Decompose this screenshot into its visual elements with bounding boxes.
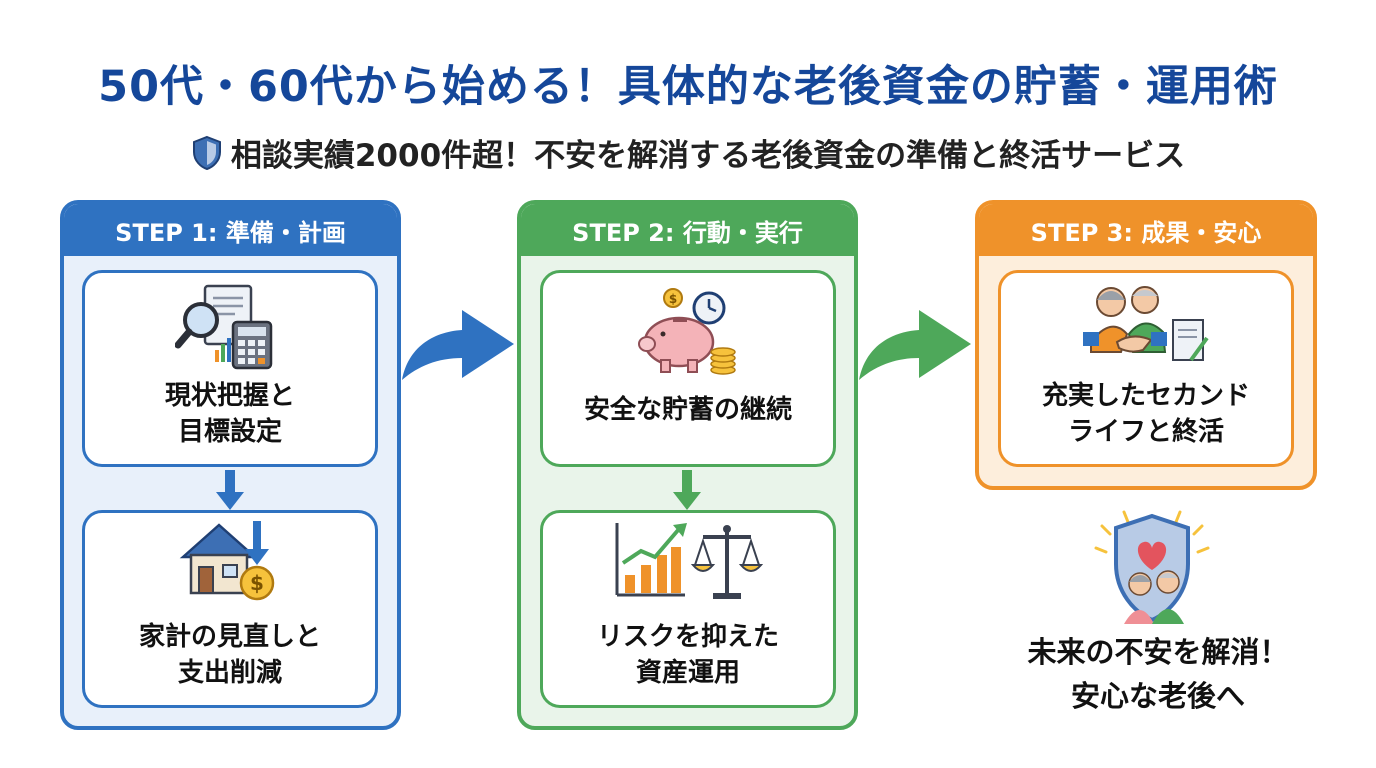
seniors-handshake-contract-icon <box>1083 286 1209 362</box>
house-coin-down-arrow-icon: $ <box>179 521 275 601</box>
subtitle: 相談実績2000件超！不安を解消する老後資金の準備と終活サービス <box>0 130 1376 175</box>
shield-heart-seniors-icon <box>1094 510 1210 624</box>
growth-chart-scale-icon <box>615 523 763 599</box>
shield-icon <box>192 135 221 170</box>
subtitle-text: 相談実績2000件超！不安を解消する老後資金の準備と終活サービス <box>230 138 1186 174</box>
piggy-bank-clock-icon: $ <box>638 288 736 375</box>
down-arrow-icon-2 <box>673 470 701 510</box>
step-2-card-2-label: リスクを抑えた 資産運用 <box>596 622 779 688</box>
step-2-card-1-label: 安全な貯蓄の継続 <box>583 395 792 425</box>
step-1-card-1: 現状把握と 目標設定 <box>82 270 378 467</box>
down-arrow-icon-1 <box>216 470 244 510</box>
magnifier-document-calculator-icon <box>175 284 273 370</box>
step-1-card-2-label: 家計の見直しと 支出削減 <box>138 622 321 688</box>
step-3-card-1-label: 充実したセカンド ライフと終活 <box>1041 381 1250 447</box>
step-2-header: STEP 2: 行動・実行 <box>521 204 854 256</box>
arrow-right-icon-2 <box>859 310 971 380</box>
step-3-card-1: 充実したセカンド ライフと終活 <box>998 270 1294 467</box>
page-title: 50代・60代から始める！具体的な老後資金の貯蓄・運用術 <box>98 62 1278 112</box>
step-2-card-1: $ 安全な貯蓄の継続 <box>540 270 836 467</box>
step-1-card-2: $ 家計の見直しと 支出削減 <box>82 510 378 708</box>
svg-text:$: $ <box>250 571 264 595</box>
arrow-right-icon-1 <box>402 310 514 380</box>
step-2-card-2: リスクを抑えた 資産運用 <box>540 510 836 708</box>
result-message: 未来の不安を解消！ 安心な老後へ <box>1027 635 1289 713</box>
svg-text:$: $ <box>669 292 677 306</box>
step-3-header: STEP 3: 成果・安心 <box>979 204 1313 256</box>
step-1-header: STEP 1: 準備・計画 <box>64 204 397 256</box>
step-1-card-1-label: 現状把握と 目標設定 <box>164 381 295 447</box>
